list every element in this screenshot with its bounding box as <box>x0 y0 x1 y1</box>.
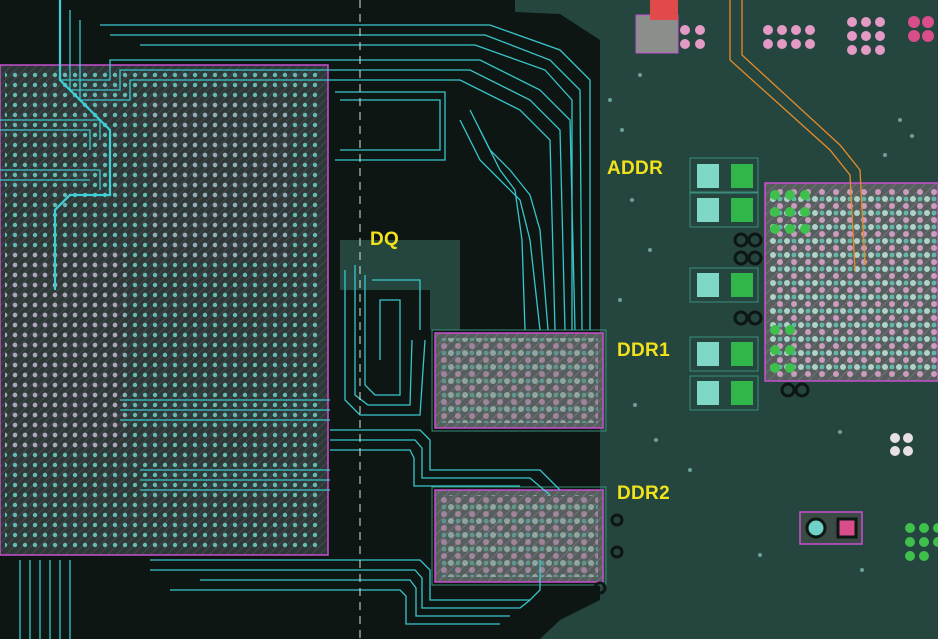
ddr1-resistor-array <box>689 267 759 411</box>
label-dq: DQ <box>370 229 400 250</box>
top-via-clusters <box>635 0 934 55</box>
label-addr: ADDR <box>607 158 664 179</box>
orange-trace-pair <box>729 0 866 271</box>
label-ddr1: DDR1 <box>617 340 670 361</box>
label-ddr2: DDR2 <box>617 483 670 504</box>
trace-bundle <box>0 0 591 639</box>
addr-resistor-array <box>689 157 759 228</box>
right-via-clusters <box>573 433 938 607</box>
